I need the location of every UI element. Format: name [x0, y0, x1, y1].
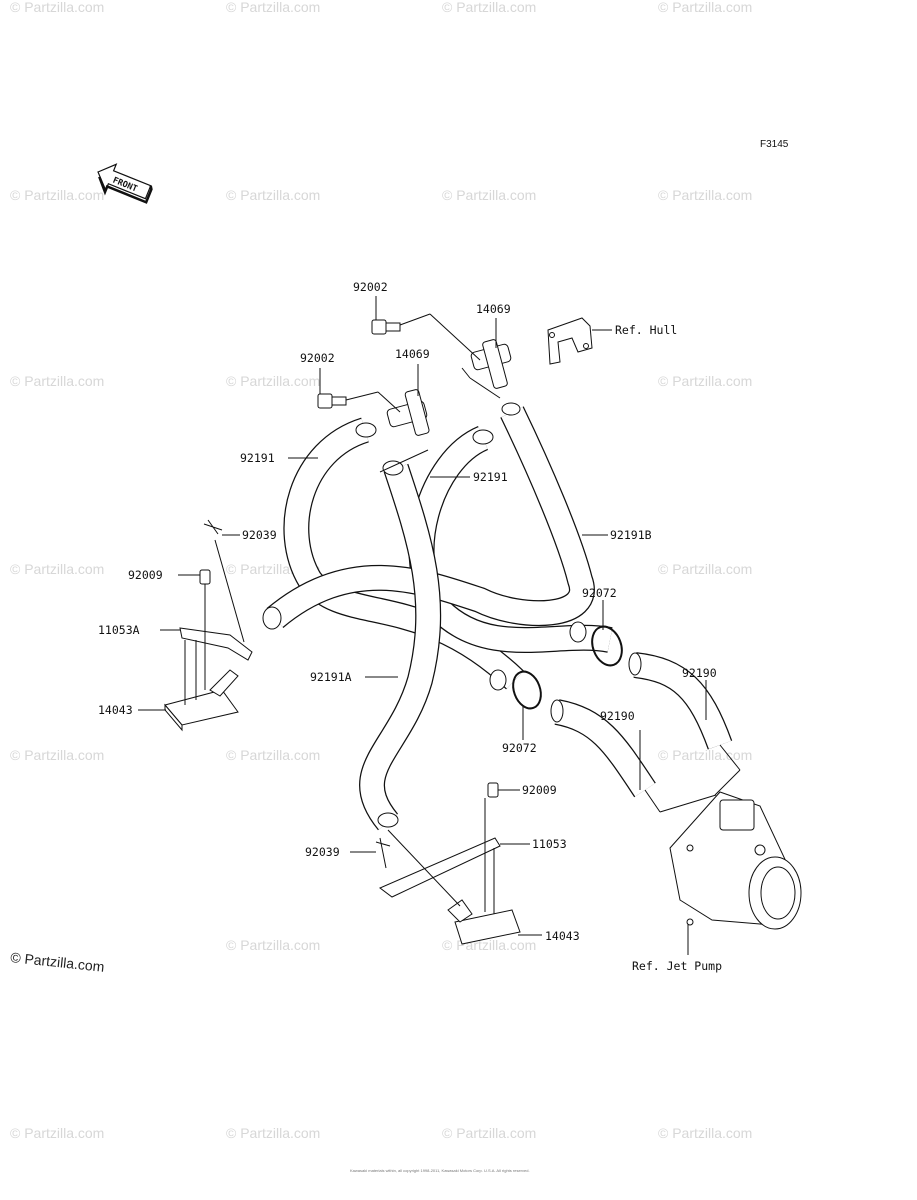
- watermark: © Partzilla.com: [658, 0, 752, 15]
- part-labels: 92002 14069 Ref. Hull 92002 14069 92191 …: [98, 280, 722, 973]
- hose-end: [501, 402, 521, 416]
- part-label: 92039: [242, 528, 277, 542]
- jet-pump: [669, 791, 802, 930]
- leader-lines: [138, 296, 741, 955]
- part-label: 92190: [600, 709, 635, 723]
- fitting-14069-left: [386, 389, 430, 436]
- strap-11053A: [179, 627, 253, 661]
- part-label: 92002: [353, 280, 388, 294]
- watermark: © Partzilla.com: [658, 187, 752, 203]
- hose-92190-lower: [554, 699, 656, 798]
- watermark: © Partzilla.com: [10, 561, 104, 577]
- watermark: © Partzilla.com: [226, 373, 320, 389]
- partzilla-credit: © Partzilla.com: [10, 949, 105, 975]
- part-label: 92072: [582, 586, 617, 600]
- front-arrow-icon: FRONT: [97, 163, 153, 204]
- part-label: 92009: [522, 783, 557, 797]
- hull-bracket: [547, 317, 593, 365]
- hose-end: [489, 669, 507, 691]
- hose-end: [355, 422, 377, 438]
- clamp-92072: [512, 670, 542, 710]
- hose-end: [472, 429, 494, 445]
- strap-11053: [379, 837, 501, 898]
- watermark: © Partzilla.com: [442, 0, 536, 15]
- part-label: 11053: [532, 837, 567, 851]
- hose-92191A: [359, 463, 442, 831]
- watermark: © Partzilla.com: [226, 937, 320, 953]
- watermark: © Partzilla.com: [10, 1125, 104, 1141]
- ref-label-hull: Ref. Hull: [615, 323, 677, 337]
- watermark: © Partzilla.com: [226, 187, 320, 203]
- watermark: © Partzilla.com: [226, 0, 320, 15]
- part-label: 92191A: [310, 670, 352, 684]
- watermark: © Partzilla.com: [442, 937, 536, 953]
- part-label: 92009: [128, 568, 163, 582]
- hose-end: [262, 606, 282, 630]
- bolt-92002-lower: [317, 393, 347, 409]
- watermark: © Partzilla.com: [226, 747, 320, 763]
- watermark: © Partzilla.com: [226, 1125, 320, 1141]
- hose-92191B: [266, 406, 595, 629]
- bolt-92002-upper: [371, 319, 401, 335]
- hose-end: [550, 699, 564, 723]
- part-label: 92191: [473, 470, 508, 484]
- watermark: © Partzilla.com: [658, 561, 752, 577]
- screw-92009-right: [487, 782, 499, 798]
- ref-label-jet-pump: Ref. Jet Pump: [632, 959, 722, 973]
- part-label: 92039: [305, 845, 340, 859]
- hose-end: [569, 621, 587, 643]
- part-label: 14069: [476, 302, 511, 316]
- hose-end: [628, 652, 642, 676]
- part-label: 14043: [98, 703, 133, 717]
- part-label: 92190: [682, 666, 717, 680]
- hose-end: [377, 812, 399, 828]
- tie-92039-right: [375, 837, 391, 869]
- watermark: © Partzilla.com: [658, 373, 752, 389]
- hose-92190-upper: [633, 652, 733, 750]
- watermark: © Partzilla.com: [10, 373, 104, 389]
- part-label: 92191: [240, 451, 275, 465]
- watermark: © Partzilla.com: [442, 1125, 536, 1141]
- watermark-layer: © Partzilla.com © Partzilla.com © Partzi…: [10, 0, 752, 1141]
- part-label: 92191B: [610, 528, 652, 542]
- part-label: 92072: [502, 741, 537, 755]
- part-label: 11053A: [98, 623, 140, 637]
- part-label: 14069: [395, 347, 430, 361]
- watermark: © Partzilla.com: [10, 0, 104, 15]
- watermark: © Partzilla.com: [10, 187, 104, 203]
- watermark: © Partzilla.com: [658, 747, 752, 763]
- watermark: © Partzilla.com: [442, 187, 536, 203]
- watermark: © Partzilla.com: [658, 1125, 752, 1141]
- part-label: 92002: [300, 351, 335, 365]
- watermark: © Partzilla.com: [10, 747, 104, 763]
- hose-end: [382, 460, 404, 476]
- figure-code: F3145: [760, 139, 789, 150]
- tie-92039-left: [203, 519, 223, 535]
- screw-92009-left: [199, 569, 211, 585]
- fitting-14069-right: [470, 339, 512, 389]
- clamp-92072: [591, 625, 623, 667]
- part-label: 14043: [545, 929, 580, 943]
- intake-screen-14043-left: [164, 669, 239, 732]
- copyright-footer: Kawasaki materials within, all copyright…: [350, 1168, 530, 1173]
